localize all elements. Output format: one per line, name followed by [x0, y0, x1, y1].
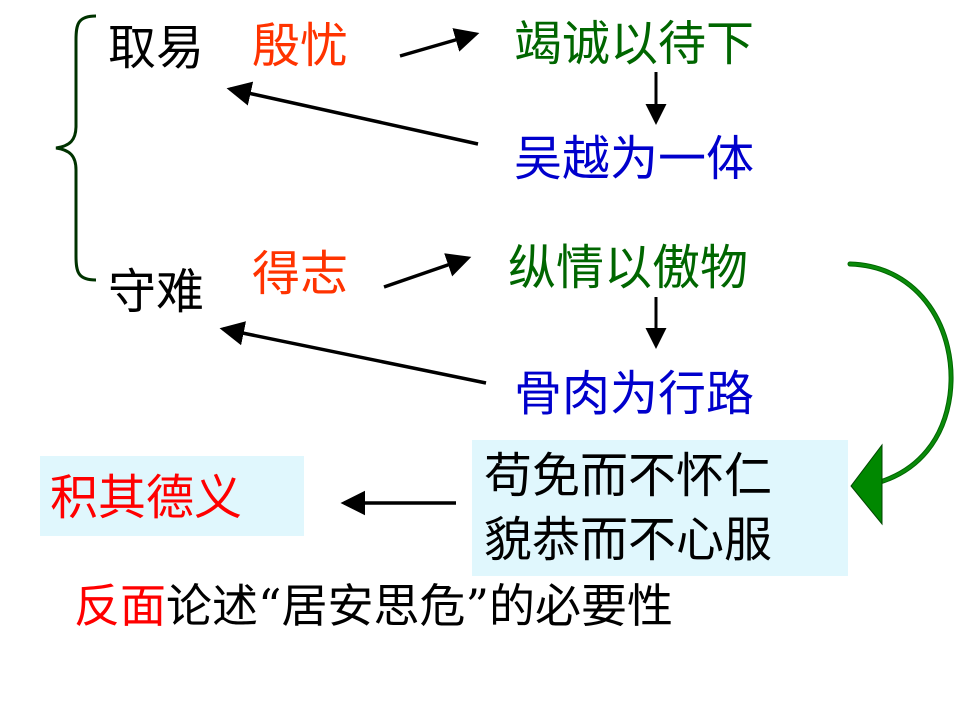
remedy-text: 积其德义: [50, 470, 243, 526]
conclusion-highlight: 反面: [74, 579, 166, 633]
arrow-bottom-back: [219, 321, 487, 385]
outcome-box: [472, 440, 848, 576]
arrow-top-forward: [399, 28, 480, 58]
top-consequence: 吴越为一体: [514, 131, 755, 187]
conclusion: 反面论述“居安思危”的必要性: [74, 583, 673, 629]
label-yinyou: 殷忧: [252, 18, 349, 74]
label-quyi: 取易: [108, 20, 205, 76]
curved-arrowhead-icon: [850, 443, 883, 526]
top-result: 竭诚以待下: [514, 16, 755, 72]
arrow-bottom-forward: [383, 253, 472, 289]
outcome-line-2: 貌恭而不心服: [484, 512, 773, 568]
conclusion-text: 论述“居安思危”的必要性: [166, 579, 674, 633]
brace-icon: [55, 14, 97, 282]
curved-arrow-icon: [847, 261, 954, 485]
label-dezhi: 得志: [252, 246, 349, 302]
bottom-result: 纵情以傲物: [508, 240, 749, 296]
bottom-consequence: 骨肉为行路: [514, 366, 755, 422]
remedy-box: [40, 456, 304, 536]
arrow-top-back: [226, 81, 479, 146]
label-shounan: 守难: [108, 264, 205, 320]
outcome-line-1: 苟免而不怀仁: [484, 448, 773, 504]
